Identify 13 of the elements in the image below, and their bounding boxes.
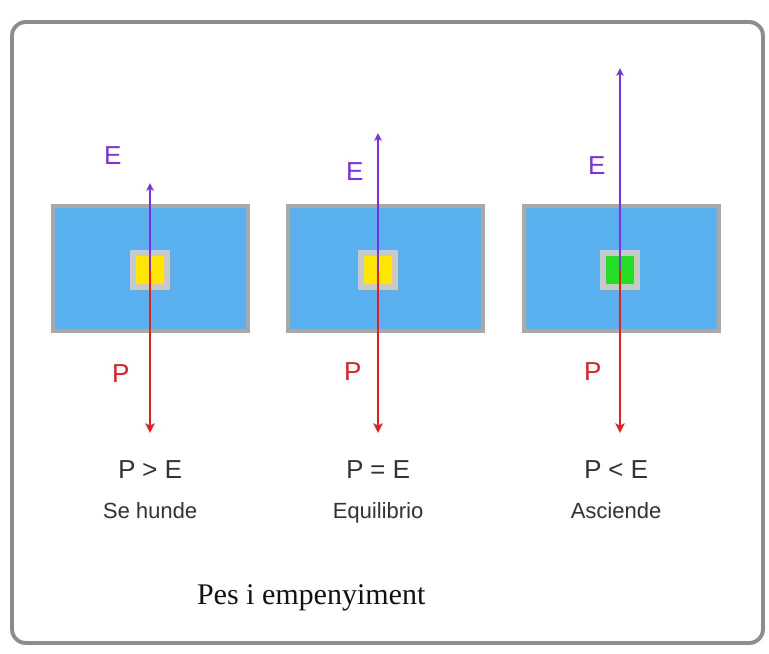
force-label: E xyxy=(346,158,364,184)
condition-formula: P = E xyxy=(346,456,410,482)
force-label: P xyxy=(112,360,130,386)
force-label: E xyxy=(104,142,122,168)
result-text: Equilibrio xyxy=(332,500,424,522)
caption: Pes i empenyiment xyxy=(197,580,426,610)
condition-formula: P > E xyxy=(118,456,182,482)
result-text: Asciende xyxy=(570,500,662,522)
force-label: P xyxy=(344,358,362,384)
condition-formula: P < E xyxy=(584,456,648,482)
result-text: Se hunde xyxy=(102,500,198,522)
force-label: P xyxy=(584,358,602,384)
force-label: E xyxy=(588,152,606,178)
